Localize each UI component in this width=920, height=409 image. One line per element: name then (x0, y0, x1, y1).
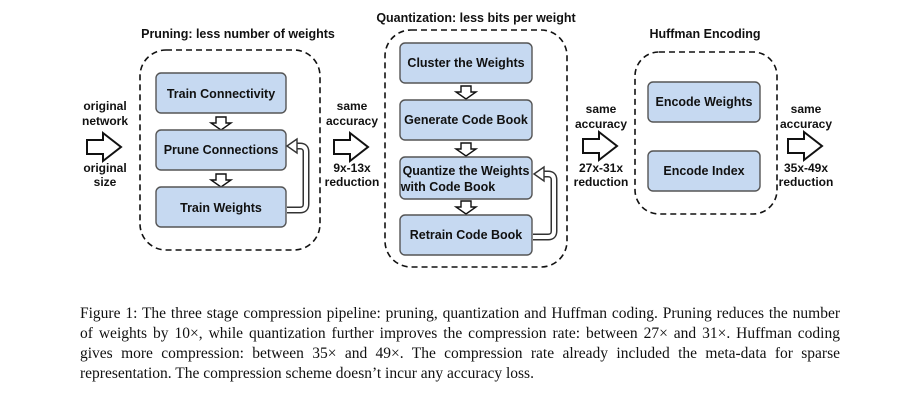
link3-label-4: reduction (779, 175, 834, 189)
retrain-code-book-box (399, 214, 533, 256)
train-connectivity-box (155, 72, 287, 114)
encode-weights-box (647, 81, 761, 123)
link2-label-2: accuracy (575, 117, 627, 131)
train-weights-label: Train Weights (180, 201, 262, 215)
input-label-1: original (83, 99, 126, 113)
quantize-weights-box (399, 156, 533, 200)
encode-index-label: Encode Index (663, 164, 744, 178)
stage-arrow-icon (333, 130, 370, 164)
down-arrow-icon (453, 142, 479, 157)
link3-label-1: same (791, 102, 822, 116)
figure-caption: Figure 1: The three stage compression pi… (80, 304, 840, 382)
down-arrow-icon (453, 85, 479, 100)
pipeline-diagram: Pruning: less number of weights Train Co… (82, 11, 834, 268)
link2-label-3: 27x-31x (579, 161, 623, 175)
cluster-weights-box (399, 42, 533, 84)
input-arrow-icon (86, 130, 123, 164)
link1-label-2: accuracy (326, 114, 378, 128)
quantize-weights-label-2: with Code Book (400, 180, 495, 194)
train-connectivity-label: Train Connectivity (167, 87, 275, 101)
quantization-group (384, 29, 568, 268)
cluster-weights-label: Cluster the Weights (407, 56, 524, 70)
loop-arrowhead-icon (285, 137, 298, 155)
quantization-title: Quantization: less bits per weight (376, 11, 576, 25)
encode-weights-label: Encode Weights (655, 95, 752, 109)
down-arrow-icon (208, 173, 234, 188)
link3-label-3: 35x-49x (784, 161, 828, 175)
feedback-loop-arrow (533, 170, 558, 241)
down-arrow-icon (208, 116, 234, 131)
feedback-loop-arrow (287, 142, 310, 214)
stage-arrow-icon (582, 129, 619, 163)
prune-connections-box (155, 129, 287, 171)
pruning-title: Pruning: less number of weights (141, 27, 335, 41)
generate-code-book-box (399, 99, 533, 141)
generate-code-book-label: Generate Code Book (404, 113, 528, 127)
down-arrow-icon (453, 200, 479, 215)
encode-index-box (647, 150, 761, 192)
output-arrow-icon (787, 129, 824, 163)
link2-label-4: reduction (574, 175, 629, 189)
train-weights-box (155, 186, 287, 228)
pruning-group (139, 49, 321, 251)
link1-label-1: same (337, 99, 368, 113)
quantize-weights-label-1: Quantize the Weights (403, 164, 530, 178)
input-label-4: size (94, 175, 117, 189)
loop-arrowhead-icon (532, 165, 545, 183)
link1-label-3: 9x-13x (333, 161, 371, 175)
link1-label-4: reduction (325, 175, 380, 189)
input-label-3: original (83, 161, 126, 175)
prune-connections-label: Prune Connections (164, 143, 279, 157)
retrain-code-book-label: Retrain Code Book (410, 228, 523, 242)
link3-label-2: accuracy (780, 117, 832, 131)
huffman-title: Huffman Encoding (649, 27, 760, 41)
huffman-group (634, 51, 778, 215)
link2-label-1: same (586, 102, 617, 116)
input-label-2: network (82, 114, 128, 128)
